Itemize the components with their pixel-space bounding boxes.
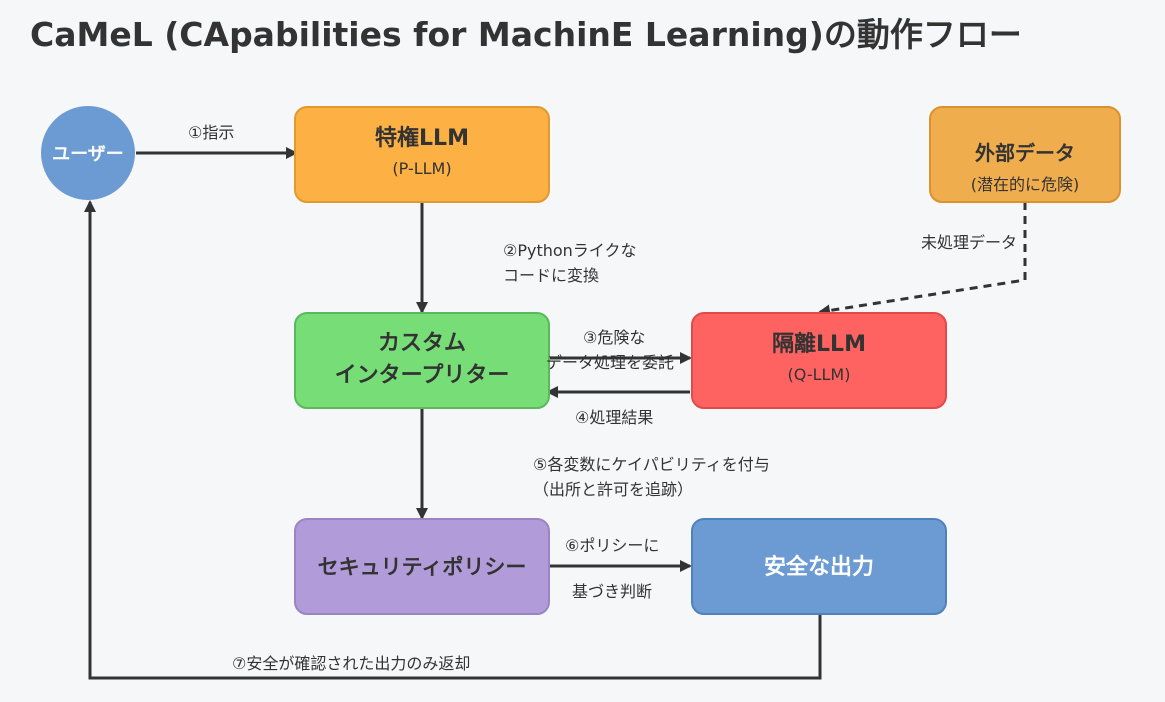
node-p-llm-label: 特権LLM bbox=[375, 125, 469, 151]
node-external-data-shape bbox=[929, 106, 1121, 203]
node-interpreter-line1: カスタム bbox=[378, 331, 466, 356]
edge-label-2-line2: コードに変換 bbox=[503, 266, 599, 285]
edge-label-5-line1: ⑤各変数にケイパビリティを付与 bbox=[533, 455, 770, 474]
node-q-llm-sub: (Q-LLM) bbox=[788, 365, 851, 384]
node-safe-output-shape bbox=[691, 518, 947, 615]
edge-label-5-line2: （出所と許可を追跡） bbox=[533, 480, 693, 499]
edge-label-6-line2: 基づき判断 bbox=[572, 582, 652, 601]
node-user-label: ユーザー bbox=[52, 144, 124, 165]
node-security-policy: セキュリティポリシー bbox=[294, 518, 550, 615]
edge-label-3-line1: ③危険な bbox=[583, 328, 645, 347]
node-user-shape bbox=[41, 106, 135, 200]
node-interpreter: カスタム インタープリター bbox=[294, 312, 550, 409]
page-title: CaMeL (CApabilities for MachinE Learning… bbox=[30, 15, 1022, 54]
node-safe-output: 安全な出力 bbox=[691, 518, 947, 615]
edge-labels: ①指示 ②Pythonライクな コードに変換 ③危険な データ処理を委託 ④処理… bbox=[188, 123, 1017, 673]
edges bbox=[84, 147, 1027, 680]
edge-label-1: ①指示 bbox=[188, 123, 234, 142]
node-external-data-sub: (潜在的に危険) bbox=[971, 175, 1080, 194]
node-q-llm-label: 隔離LLM bbox=[772, 331, 866, 357]
edge-label-raw: 未処理データ bbox=[921, 233, 1017, 252]
edge-external-to-qllm bbox=[818, 202, 1027, 317]
node-external-data: 外部データ (潜在的に危険) bbox=[929, 106, 1121, 203]
node-external-data-label: 外部データ bbox=[975, 141, 1075, 165]
node-security-policy-label: セキュリティポリシー bbox=[318, 555, 527, 579]
edge-label-2-line1: ②Pythonライクな bbox=[503, 241, 637, 260]
node-q-llm-shape bbox=[691, 312, 947, 409]
node-p-llm: 特権LLM (P-LLM) bbox=[294, 106, 550, 203]
edge-output-to-user bbox=[84, 200, 822, 680]
edge-label-7: ⑦安全が確認された出力のみ返却 bbox=[232, 654, 470, 673]
node-p-llm-shape bbox=[294, 106, 550, 203]
edge-label-6-line1: ⑥ポリシーに bbox=[565, 536, 659, 555]
node-user: ユーザー bbox=[41, 106, 135, 200]
node-q-llm: 隔離LLM (Q-LLM) bbox=[691, 312, 947, 409]
node-p-llm-sub: (P-LLM) bbox=[392, 159, 451, 178]
edge-label-3-line2: データ処理を委託 bbox=[546, 353, 674, 372]
node-interpreter-shape bbox=[294, 312, 550, 409]
node-safe-output-label: 安全な出力 bbox=[764, 554, 874, 580]
node-security-policy-shape bbox=[294, 518, 550, 615]
node-interpreter-line2: インタープリター bbox=[335, 363, 510, 388]
edge-label-4: ④処理結果 bbox=[575, 408, 653, 427]
